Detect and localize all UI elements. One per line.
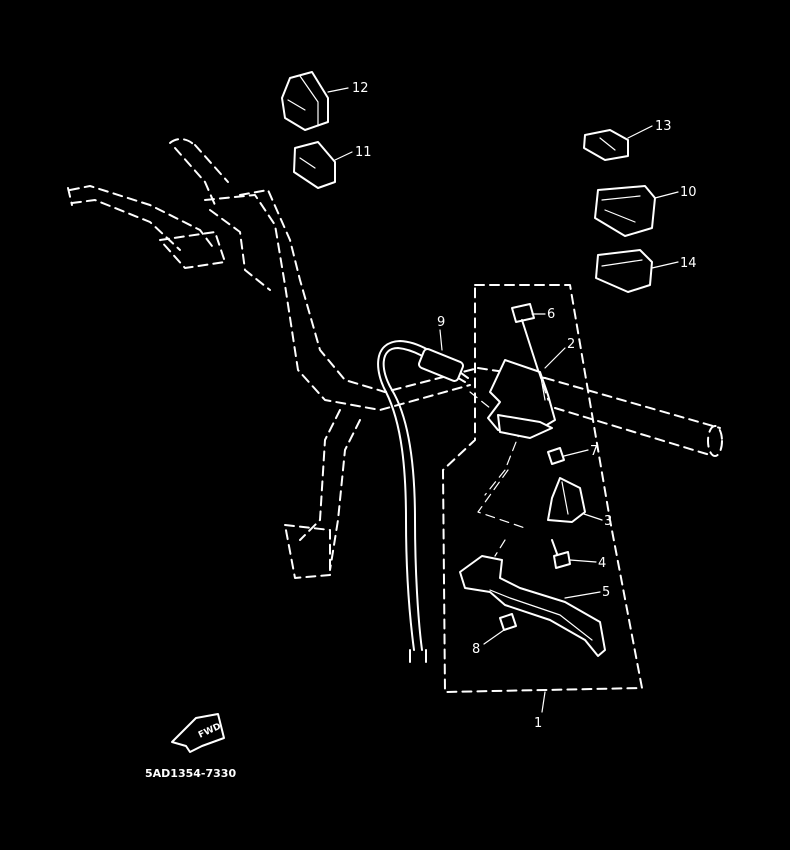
switch-part-13 [583, 129, 629, 161]
part-number-9: 9 [437, 315, 445, 330]
switch-part-10 [594, 185, 656, 237]
leader-lines [327, 87, 679, 645]
part-number-5: 5 [602, 585, 610, 600]
screw-part [494, 539, 571, 569]
part-number-8: 8 [472, 642, 480, 657]
lever-holder [487, 359, 556, 439]
handlebar-outline [169, 138, 479, 579]
nut-part-8 [499, 613, 517, 631]
lever-assembly-boundary [442, 284, 643, 713]
part-number-14: 14 [680, 256, 697, 271]
switch-part-11 [293, 141, 336, 189]
part-number-12: 12 [352, 81, 369, 96]
part-number-4: 4 [598, 556, 606, 571]
switch-part-14 [595, 249, 653, 293]
clutch-lever [459, 555, 606, 657]
part-number-10: 10 [680, 185, 697, 200]
clutch-cable [377, 340, 521, 663]
nut-part-7 [547, 447, 565, 465]
switch-part-12 [281, 71, 329, 131]
part-number-13: 13 [655, 119, 672, 134]
part-number-6: 6 [547, 307, 555, 322]
bolt-part [511, 303, 549, 401]
forward-direction-arrow: FWD [171, 713, 225, 753]
part-number-11: 11 [355, 145, 372, 160]
part-number-2: 2 [567, 337, 575, 352]
part-number-7: 7 [590, 444, 598, 459]
bracket-part [477, 469, 586, 529]
left-lever-outline [67, 185, 226, 269]
diagram-code: 5AD1354-7330 [145, 767, 236, 780]
part-number-1: 1 [534, 716, 542, 731]
part-number-3: 3 [604, 514, 612, 529]
